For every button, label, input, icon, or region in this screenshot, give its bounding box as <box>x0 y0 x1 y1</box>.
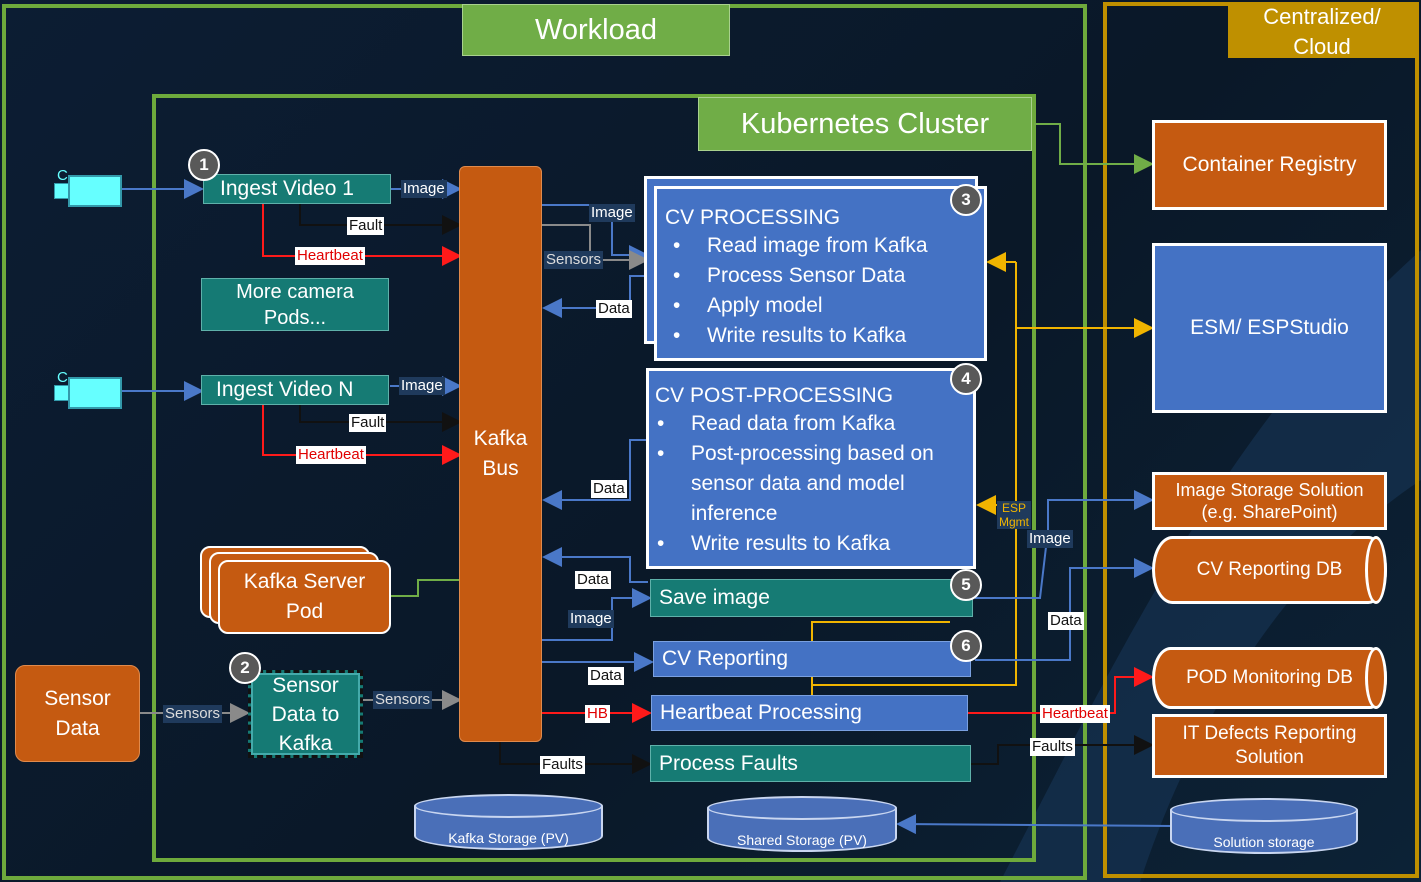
edge-label-hb: HB <box>585 705 610 723</box>
cv-post-item-cont: sensor data and model <box>691 472 905 495</box>
it-defects-line1: IT Defects Reporting <box>1182 723 1357 744</box>
cv-processing-item: Process Sensor Data <box>673 261 978 291</box>
edge-label-data: Data <box>591 480 627 498</box>
edge-label-sensors: Sensors <box>544 251 604 269</box>
edge-label-faults: Faults <box>1030 738 1075 756</box>
ingest-video-1[interactable]: Ingest Video 1 <box>203 174 391 204</box>
workload-title: Workload <box>462 4 730 56</box>
cv-post-item: Write results to Kafka <box>657 529 969 559</box>
image-storage-line1: Image Storage Solution <box>1175 480 1364 500</box>
edge-label-fault: Fault <box>347 217 385 235</box>
cv-reporting[interactable]: CV Reporting <box>653 641 971 677</box>
edge-label-data: Data <box>575 571 611 589</box>
kafka-storage-label: Kafka Storage (PV) <box>448 830 569 846</box>
cloud-title: Centralized/ Cloud <box>1228 2 1416 59</box>
step-badge-5: 5 <box>950 569 982 601</box>
cv-post-item-cont: inference <box>691 502 778 525</box>
cv-reporting-db[interactable]: CV Reporting DB <box>1152 536 1387 604</box>
sensor-data-line2: Data <box>55 716 100 740</box>
step-badge-3: 3 <box>950 184 982 216</box>
camera-n-char: C <box>57 369 68 386</box>
edge-label-image: Image <box>568 610 614 628</box>
step-badge-4: 4 <box>950 363 982 395</box>
edge-label-sensors: Sensors <box>163 705 223 723</box>
shared-storage[interactable]: Shared Storage (PV) <box>707 796 897 852</box>
it-defects-line2: Solution <box>1235 747 1304 768</box>
cv-post-item: Post-processing based on <box>657 439 969 469</box>
edge-label-data: Data <box>1048 612 1084 630</box>
edge-label-heartbeat: Heartbeat <box>1040 705 1110 723</box>
cloud-title-line2: Cloud <box>1293 34 1351 59</box>
kafka-server-pod[interactable]: Kafka Server Pod <box>218 560 391 634</box>
sensor-to-kafka-line3: Kafka <box>278 731 333 755</box>
edge-label-data: Data <box>596 300 632 318</box>
step-badge-6: 6 <box>950 630 982 662</box>
more-pods-line2: Pods... <box>263 306 327 329</box>
sensor-to-kafka-line1: Sensor <box>272 673 339 697</box>
edge-label-image: Image <box>401 180 447 198</box>
cv-processing-item: Write results to Kafka <box>673 321 978 351</box>
kubernetes-frame <box>152 94 1036 862</box>
edge-label-data: Data <box>588 667 624 685</box>
pod-monitoring-db[interactable]: POD Monitoring DB <box>1152 647 1387 709</box>
step-badge-1: 1 <box>188 149 220 181</box>
edge-label-image: Image <box>1027 530 1073 548</box>
camera-1-char: C <box>57 167 68 184</box>
edge-label-image: Image <box>589 204 635 222</box>
image-storage-line2: (e.g. SharePoint) <box>1201 502 1338 522</box>
sensor-data-line1: Sensor <box>44 686 111 710</box>
more-pods-line1: More camera <box>236 280 354 303</box>
cv-processing-item: Read image from Kafka <box>673 231 978 261</box>
ingest-video-n[interactable]: Ingest Video N <box>201 375 389 405</box>
shared-storage-label: Shared Storage (PV) <box>737 832 867 848</box>
cv-post-list: Read data from Kafka Post-processing bas… <box>655 409 969 559</box>
cv-processing-item: Apply model <box>673 291 978 321</box>
cv-reporting-db-label: CV Reporting DB <box>1196 559 1343 580</box>
edge-label-image: Image <box>399 377 445 395</box>
cloud-title-line1: Centralized/ <box>1263 4 1381 29</box>
cv-post-processing[interactable]: CV POST-PROCESSING Read data from Kafka … <box>646 368 976 569</box>
kafka-server-line2: Pod <box>285 600 324 623</box>
more-camera-pods: More camera Pods... <box>201 278 389 331</box>
sensor-data-to-kafka[interactable]: Sensor Data to Kafka <box>248 670 363 758</box>
esp-line1: ESP <box>1001 501 1026 515</box>
process-faults[interactable]: Process Faults <box>650 745 971 782</box>
container-registry[interactable]: Container Registry <box>1152 120 1387 210</box>
edge-label-faults: Faults <box>540 756 585 774</box>
pod-monitoring-db-label: POD Monitoring DB <box>1186 667 1353 688</box>
image-storage-solution[interactable]: Image Storage Solution (e.g. SharePoint) <box>1152 472 1387 530</box>
esp-line2: Mgmt <box>999 515 1029 529</box>
kafka-storage[interactable]: Kafka Storage (PV) <box>414 794 603 850</box>
solution-storage-label: Solution storage <box>1213 834 1315 850</box>
cluster-title: Kubernetes Cluster <box>698 97 1032 151</box>
cv-post-item: Read data from Kafka <box>657 409 969 439</box>
cv-processing[interactable]: CV PROCESSING Read image from Kafka Proc… <box>654 186 987 361</box>
cv-processing-title: CV PROCESSING <box>665 206 841 229</box>
esm-espstudio[interactable]: ESM/ ESPStudio <box>1152 243 1387 413</box>
edge-label-fault: Fault <box>349 414 387 432</box>
heartbeat-processing[interactable]: Heartbeat Processing <box>651 695 968 731</box>
kafka-bus[interactable]: Kafka Bus <box>459 166 542 742</box>
sensor-to-kafka-line2: Data to <box>271 702 340 726</box>
kafka-server-line1: Kafka Server <box>243 570 366 593</box>
save-image[interactable]: Save image <box>650 579 973 617</box>
edge-label-heartbeat: Heartbeat <box>296 446 366 464</box>
kafka-bus-line1: Kafka <box>473 427 528 450</box>
cv-post-title: CV POST-PROCESSING <box>655 384 894 407</box>
it-defects-reporting[interactable]: IT Defects Reporting Solution <box>1152 714 1387 778</box>
edge-label-sensors: Sensors <box>373 691 433 709</box>
edge-label-heartbeat: Heartbeat <box>295 247 365 265</box>
cv-processing-list: Read image from Kafka Process Sensor Dat… <box>663 231 978 351</box>
edge-label-esp-mgmt: ESP Mgmt <box>997 501 1031 529</box>
kafka-bus-line2: Bus <box>482 457 519 480</box>
solution-storage[interactable]: Solution storage <box>1170 798 1358 854</box>
sensor-data[interactable]: Sensor Data <box>15 665 140 762</box>
step-badge-2: 2 <box>229 652 261 684</box>
